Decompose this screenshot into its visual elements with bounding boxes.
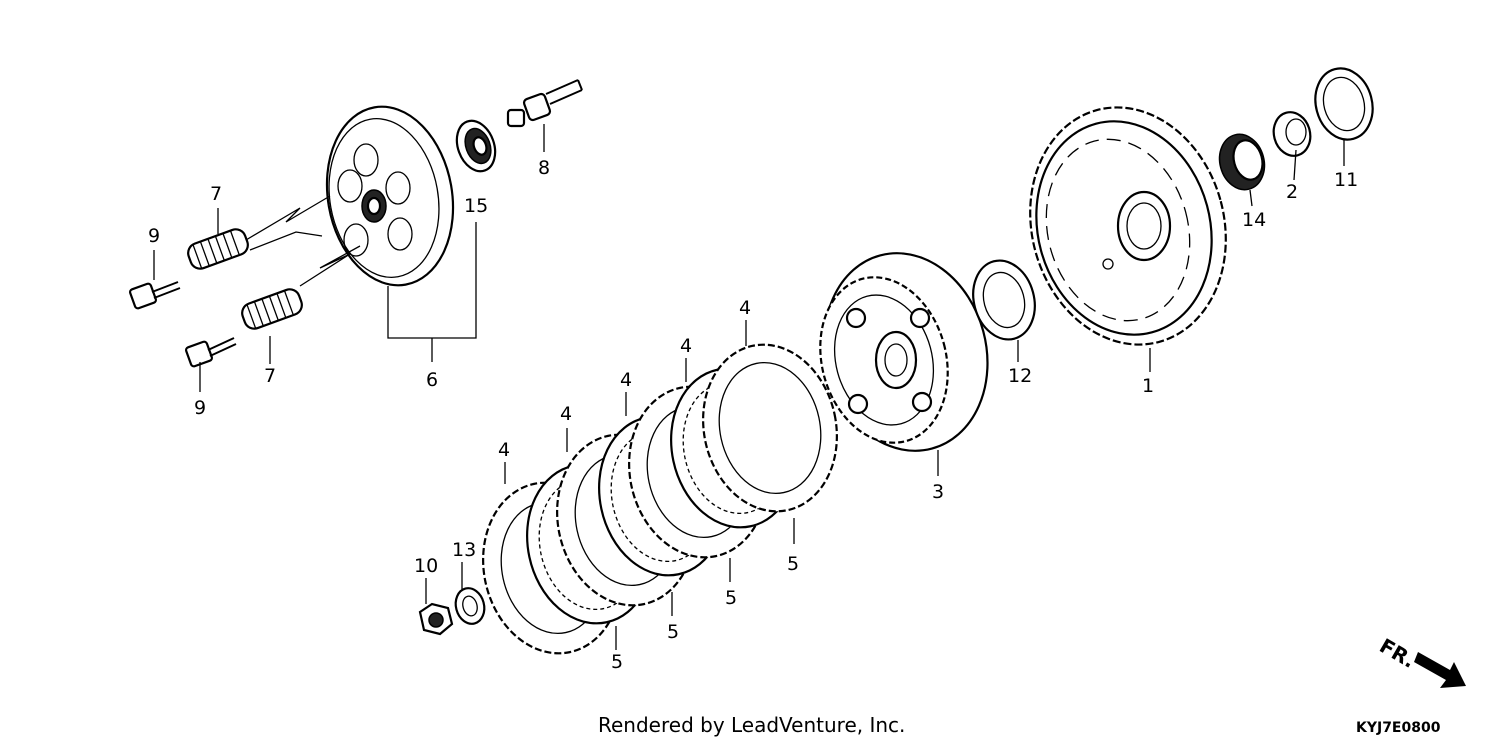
callout-4: 4 [560, 403, 572, 425]
callout-labels: 1 2 3 4 4 4 4 4 5 5 5 5 6 7 7 8 9 9 10 1… [148, 157, 1358, 673]
thrust-washer-11 [1314, 67, 1374, 141]
callout-5: 5 [787, 553, 799, 575]
thrust-washer-12 [972, 259, 1036, 341]
callout-15: 15 [464, 195, 488, 217]
callout-5: 5 [611, 651, 623, 673]
callout-5: 5 [667, 621, 679, 643]
callout-8: 8 [538, 157, 550, 179]
callout-5: 5 [725, 587, 737, 609]
callout-14: 14 [1242, 209, 1266, 231]
diagram-code: KYJ7E0800 [1356, 720, 1441, 736]
callout-10: 10 [414, 555, 438, 577]
needle-bearing [1218, 133, 1266, 191]
callout-9: 9 [194, 397, 206, 419]
thrust-washer-13 [454, 587, 486, 625]
clutch-outer-housing [1029, 106, 1227, 346]
guide-lines [245, 195, 361, 287]
front-direction-label: FR. [1376, 634, 1420, 673]
clutch-spring-lower [241, 288, 303, 330]
clutch-center-hub [819, 252, 989, 452]
clutch-disc-stack [482, 343, 838, 655]
callout-2: 2 [1286, 181, 1298, 203]
callout-7: 7 [210, 183, 222, 205]
callout-11: 11 [1334, 169, 1358, 191]
bolt-lower [184, 337, 237, 368]
lock-nut [418, 602, 454, 636]
front-direction-indicator: FR. [1376, 634, 1466, 688]
callout-4: 4 [680, 335, 692, 357]
clutch-spring-upper [187, 228, 249, 270]
bolt-upper [128, 281, 181, 310]
callout-1: 1 [1142, 375, 1154, 397]
callout-4: 4 [498, 439, 510, 461]
callout-4: 4 [620, 369, 632, 391]
lifter-rod [506, 79, 583, 128]
pressure-plate [325, 105, 455, 287]
callout-4: 4 [739, 297, 751, 319]
callout-12: 12 [1008, 365, 1032, 387]
leader-lines [153, 124, 1345, 650]
collar [1272, 111, 1312, 157]
clutch-disc-7 [702, 343, 838, 513]
callout-3: 3 [932, 481, 944, 503]
callout-9: 9 [148, 225, 160, 247]
callout-13: 13 [452, 539, 476, 561]
credit-text: Rendered by LeadVenture, Inc. [598, 713, 905, 737]
bearing [455, 119, 497, 173]
front-arrow-icon [1414, 652, 1466, 688]
callout-6: 6 [426, 369, 438, 391]
callout-7: 7 [264, 365, 276, 387]
